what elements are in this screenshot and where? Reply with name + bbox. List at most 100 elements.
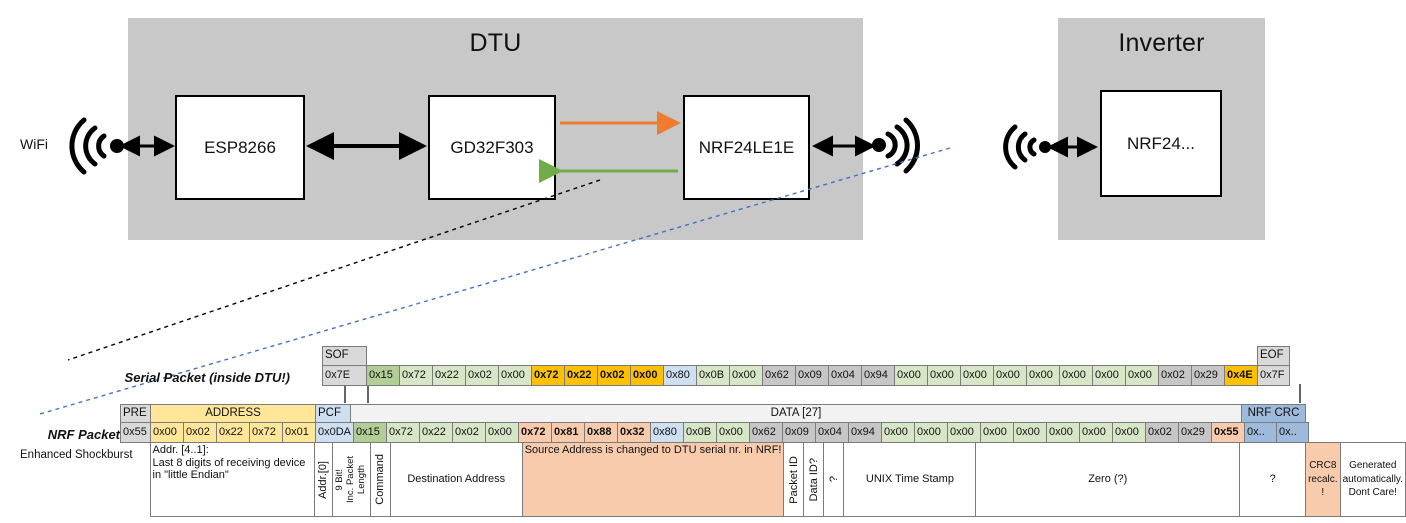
nrf-packet-byte: 0x81	[551, 422, 586, 443]
nrf-packet-byte: 0x55	[1211, 422, 1246, 443]
wifi-antenna-dot	[110, 139, 124, 153]
nrf-packet-byte: 0x00	[1079, 422, 1114, 443]
serial-packet-byte: 0x62	[762, 365, 796, 386]
serial-packet-byte: 0x00	[729, 365, 763, 386]
nrf-pcf-header: PCF	[315, 404, 351, 423]
nrf-packet-bytes-table: 0x55 0x00 0x02 0x22 0x72 0x01 0x0DA 0x15…	[120, 422, 1310, 443]
desc-addr0: Addr.[0]	[314, 442, 334, 517]
serial-packet-byte: 0x22	[432, 365, 466, 386]
serial-packet-byte: 0x72	[399, 365, 433, 386]
desc-source: Source Address is changed to DTU serial …	[521, 442, 785, 517]
desc-address: Addr. [4..1]: Last 8 digits of receiving…	[149, 442, 316, 517]
dtu-title: DTU	[469, 29, 522, 57]
serial-packet-byte: 0x09	[795, 365, 829, 386]
desc-unknown-2: ?	[1239, 442, 1307, 517]
serial-packet-byte: 0x02	[597, 365, 631, 386]
serial-packet-byte: 0x02	[1158, 365, 1192, 386]
inverter-title: Inverter	[1118, 29, 1205, 57]
serial-eof-value: 0x7F	[1257, 365, 1290, 386]
serial-packet-byte: 0x15	[366, 365, 400, 386]
dtu-antenna-dot	[872, 138, 886, 152]
nrf-byte-row: 0x55 0x00 0x02 0x22 0x72 0x01 0x0DA 0x15…	[120, 422, 1310, 443]
serial-packet-byte: 0x80	[663, 365, 697, 386]
serial-packet-byte: 0x00	[960, 365, 994, 386]
serial-packet-byte: 0x0B	[696, 365, 730, 386]
serial-packet-byte: 0x04	[828, 365, 862, 386]
serial-packet-byte: 0x22	[564, 365, 598, 386]
nrf-packet-byte: 0x94	[848, 422, 883, 443]
nrf-address-byte: 0x02	[183, 422, 217, 443]
desc-pcf: 9 Bit! Inc. Packet Length	[332, 442, 371, 517]
nrf-pre-value: 0x55	[120, 422, 151, 443]
nrf-packet-byte: 0x00	[980, 422, 1015, 443]
desc-destination: Destination Address	[389, 442, 523, 517]
nrf-packet-byte: 0x88	[584, 422, 619, 443]
dtu-antenna-icon	[885, 117, 921, 174]
nrf-packet-byte: 0x0B	[683, 422, 718, 443]
nrf-packet-byte: 0x02	[452, 422, 487, 443]
chip-gd32f303-label: GD32F303	[450, 137, 534, 157]
nrf-packet-byte: 0x04	[815, 422, 850, 443]
serial-header-gap	[367, 347, 1258, 366]
nrf-address-byte: 0x22	[216, 422, 250, 443]
desc-crc8: CRC8 recalc. !	[1305, 442, 1341, 517]
serial-packet-byte: 0x72	[531, 365, 565, 386]
serial-packet-byte: 0x00	[630, 365, 664, 386]
serial-packet-byte: 0x00	[1026, 365, 1060, 386]
nrf-packet-byte: 0x62	[749, 422, 784, 443]
serial-packet-byte: 0x02	[465, 365, 499, 386]
serial-packet-byte: 0x00	[498, 365, 532, 386]
serial-packet-row-label: Serial Packet (inside DTU!)	[124, 370, 290, 385]
serial-packet-byte: 0x00	[1125, 365, 1159, 386]
desc-packet-id: Packet ID	[783, 442, 805, 517]
wifi-antenna-icon	[69, 117, 107, 175]
nrf-address-byte: 0x72	[249, 422, 283, 443]
nrf-packet-byte: 0x72	[518, 422, 553, 443]
chip-esp8266-label: ESP8266	[204, 137, 276, 157]
serial-packet-byte: 0x4E	[1224, 365, 1258, 386]
chip-nrf24le1e-label: NRF24LE1E	[698, 137, 795, 157]
serial-packet-header-row: SOF EOF	[322, 346, 1290, 366]
nrf-packet-header-table: PRE ADDRESS PCF DATA [27] NRF CRC	[120, 404, 1306, 423]
nrf-packet-sub-label: Enhanced Shockburst	[20, 449, 133, 461]
serial-sof-header: SOF	[322, 346, 367, 366]
nrf-crc-header: NRF CRC	[1241, 404, 1306, 423]
nrf-packet-row-label: NRF Packet	[47, 427, 120, 442]
nrf-packet-byte: 0x29	[1178, 422, 1213, 443]
nrf-packet-byte: 0x00	[716, 422, 751, 443]
inverter-antenna-dot	[1039, 141, 1051, 153]
serial-sof-value: 0x7E	[322, 365, 367, 386]
chip-nrf24le1e: NRF24LE1E	[683, 95, 810, 200]
inverter-antenna-icon	[1003, 124, 1037, 170]
nrf-address-header: ADDRESS	[150, 404, 316, 423]
nrf-packet-byte: 0x00	[1013, 422, 1048, 443]
chip-nrf24-label: NRF24...	[1126, 133, 1196, 153]
desc-nrf-crc: Generated automatically. Dont Care!	[1339, 442, 1406, 517]
chip-gd32f303: GD32F303	[428, 95, 556, 200]
nrf-packet-byte: 0x00	[881, 422, 916, 443]
nrf-packet-byte: 0x00	[1046, 422, 1081, 443]
chip-nrf24: NRF24...	[1100, 90, 1222, 197]
nrf-crc-value: 0x..	[1244, 422, 1278, 443]
serial-packet-byte: 0x00	[993, 365, 1027, 386]
wifi-label: WiFi	[20, 136, 48, 152]
nrf-packet-byte: 0x15	[353, 422, 388, 443]
nrf-packet-byte: 0x00	[947, 422, 982, 443]
desc-zero: Zero (?)	[975, 442, 1241, 517]
chip-esp8266: ESP8266	[175, 95, 305, 200]
serial-packet-byte: 0x00	[894, 365, 928, 386]
nrf-address-byte: 0x00	[150, 422, 184, 443]
description-row: Addr. [4..1]: Last 8 digits of receiving…	[120, 442, 1406, 517]
nrf-crc-value: 0x..	[1276, 422, 1310, 443]
serial-packet-byte: 0x00	[927, 365, 961, 386]
nrf-data-header: DATA [27]	[350, 404, 1242, 423]
serial-packet-byte: 0x00	[1092, 365, 1126, 386]
desc-timestamp: UNIX Time Stamp	[843, 442, 977, 517]
nrf-packet-byte: 0x00	[1112, 422, 1147, 443]
nrf-packet-byte: 0x80	[650, 422, 685, 443]
nrf-header-row: PRE ADDRESS PCF DATA [27] NRF CRC	[120, 404, 1306, 423]
serial-packet-byte: 0x94	[861, 365, 895, 386]
